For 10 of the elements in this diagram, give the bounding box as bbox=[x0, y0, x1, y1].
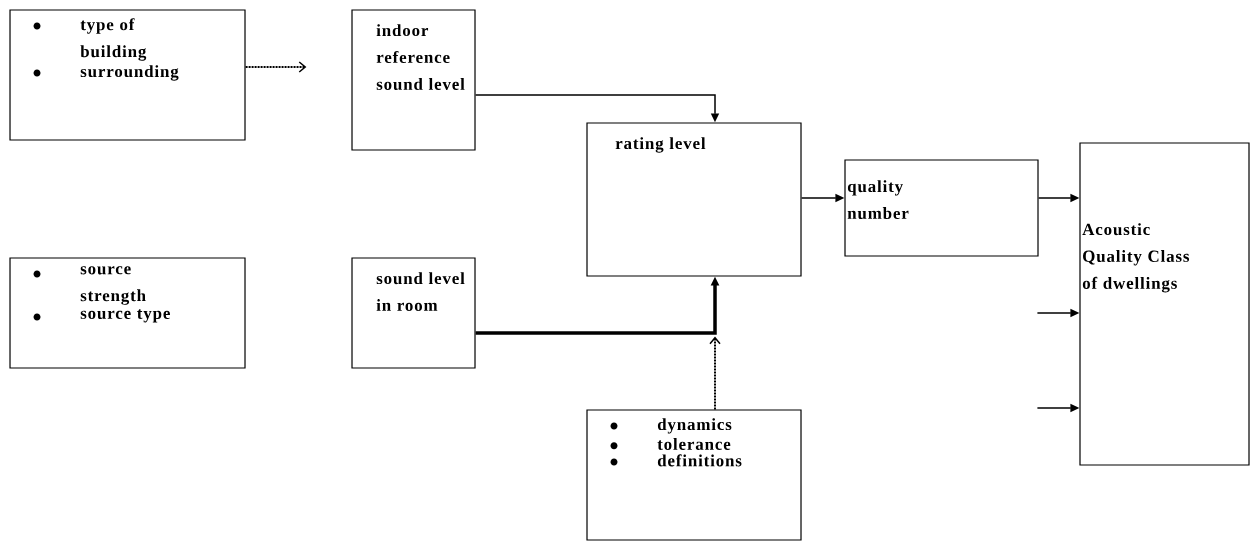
arrow bbox=[244, 61, 307, 73]
bullet-list-box: source strength source type bbox=[9, 257, 246, 369]
process-box: Acoustic Quality Class of dwellings bbox=[1079, 142, 1250, 466]
process-box: indoor reference sound level bbox=[351, 9, 476, 151]
bullet-list-box: dynamics tolerance definitions bbox=[586, 409, 802, 541]
process-box: rating level bbox=[586, 122, 802, 277]
bullet-list-box: type of building surrounding bbox=[9, 9, 246, 141]
process-box: quality number bbox=[844, 159, 1039, 257]
process-box: sound level in room bbox=[351, 257, 476, 369]
arrow bbox=[709, 336, 721, 411]
